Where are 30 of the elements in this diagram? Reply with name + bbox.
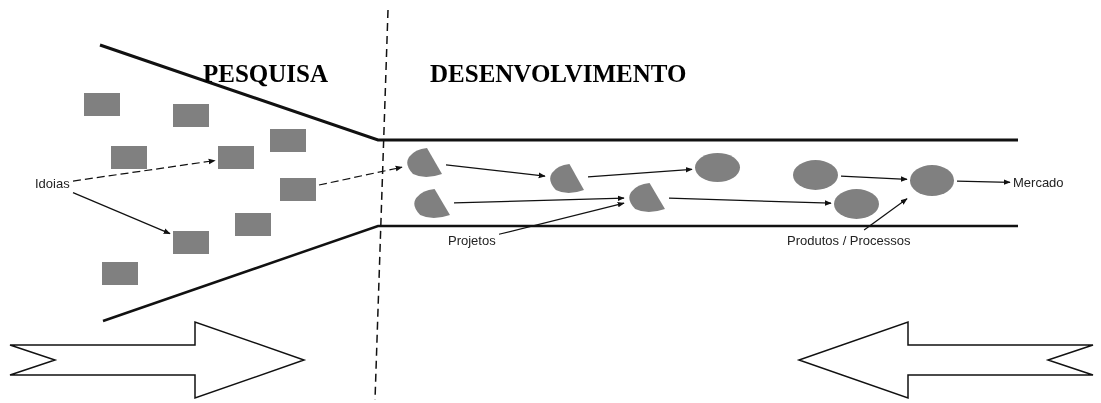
- section-heading: DESENVOLVIMENTO: [430, 60, 687, 88]
- square-shape: [218, 146, 254, 169]
- arrow: [840, 175, 908, 182]
- section-heading: PESQUISA: [203, 60, 329, 88]
- square-shape: [173, 231, 209, 254]
- circle-shape: [910, 165, 954, 196]
- square-shape: [235, 213, 271, 236]
- square-shape: [111, 146, 147, 169]
- arrow: [445, 164, 546, 179]
- arrow: [318, 165, 403, 186]
- arrow: [863, 198, 908, 231]
- arrow: [453, 195, 625, 204]
- square-shape: [84, 93, 120, 116]
- node-label: Idoias: [35, 176, 70, 192]
- arrow: [72, 158, 216, 182]
- circle-shape: [695, 153, 740, 182]
- arrow: [498, 201, 625, 235]
- square-shape: [280, 178, 316, 201]
- node-label: Mercado: [1013, 175, 1064, 191]
- arrow: [72, 192, 171, 235]
- circle-shape: [793, 160, 838, 190]
- arrow: [668, 197, 832, 206]
- arrow: [956, 179, 1011, 185]
- square-shape: [102, 262, 138, 285]
- arrow: [587, 167, 693, 178]
- circle-shape: [834, 189, 879, 219]
- square-shape: [173, 104, 209, 127]
- node-label: Projetos: [448, 233, 496, 249]
- square-shape: [270, 129, 306, 152]
- node-label: Produtos / Processos: [787, 233, 911, 249]
